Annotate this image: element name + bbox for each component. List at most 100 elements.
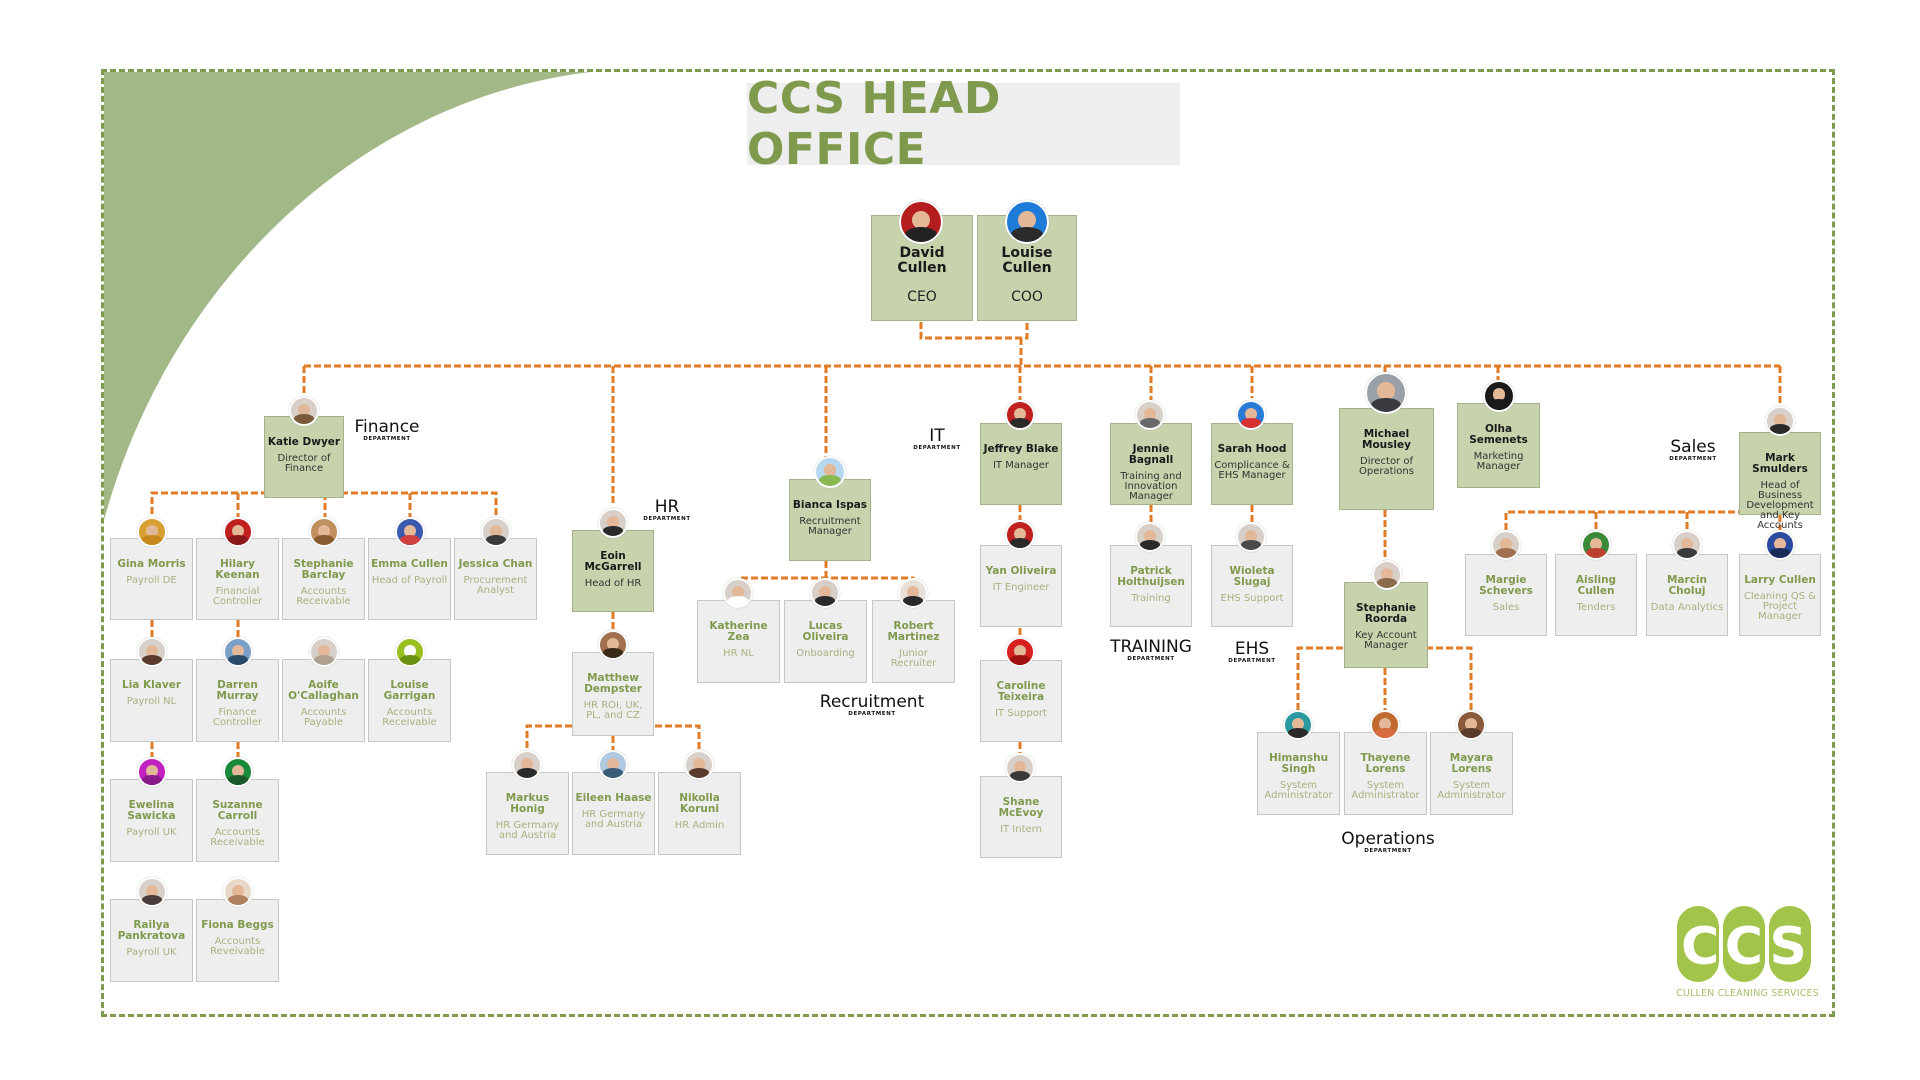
person-name: Aisling Cullen xyxy=(1575,574,1617,597)
person-name: Fiona Beggs xyxy=(201,919,274,931)
person-name: Larry Cullen xyxy=(1744,574,1816,586)
dept-name: IT xyxy=(929,426,945,446)
avatar xyxy=(899,200,943,244)
card-jessica-chan: Jessica Chan Procurement Analyst xyxy=(454,538,537,620)
avatar xyxy=(1005,520,1035,550)
person-role: Payroll UK xyxy=(126,827,177,838)
avatar xyxy=(137,637,167,667)
card-sarah-hood: Sarah Hood Complicance & EHS Manager xyxy=(1211,423,1293,505)
card-bianca-ispas: Bianca Ispas Recruitment Manager xyxy=(789,479,871,561)
avatar xyxy=(481,517,511,547)
card-jeffrey-blake: Jeffrey Blake IT Manager xyxy=(980,423,1062,505)
avatar xyxy=(1005,637,1035,667)
person-role: Marketing Manager xyxy=(1473,451,1524,472)
avatar xyxy=(512,750,542,780)
person-name: Eoin McGarrell xyxy=(584,550,642,573)
card-mayara-lorens: Mayara Lorens System Administrator xyxy=(1430,732,1513,815)
person-name: Darren Murray xyxy=(216,679,259,702)
card-marcin-choluj: Marcin Choluj Data Analytics xyxy=(1646,554,1728,636)
dept-name: Finance xyxy=(354,417,420,437)
person-name: Yan Oliveira xyxy=(985,565,1057,577)
card-stephanie-barclay: Stephanie Barclay Accounts Receivable xyxy=(282,538,365,620)
avatar xyxy=(309,517,339,547)
avatar xyxy=(223,637,253,667)
avatar xyxy=(395,517,425,547)
person-name: Lia Klaver xyxy=(122,679,181,691)
person-role: IT Intern xyxy=(1000,824,1042,835)
card-larry-cullen: Larry Cullen Cleaning QS & Project Manag… xyxy=(1739,554,1821,636)
person-role: Accounts Receivable xyxy=(382,707,437,728)
card-wioleta-slugaj: Wioleta Slugaj EHS Support xyxy=(1211,545,1293,627)
avatar xyxy=(137,877,167,907)
card-patrick-holthuijsen: Patrick Holthuijsen Training xyxy=(1110,545,1192,627)
title-box: CCS HEAD OFFICE xyxy=(747,73,1180,175)
avatar xyxy=(598,508,628,538)
avatar xyxy=(598,750,628,780)
avatar xyxy=(1236,400,1266,430)
person-name: Katie Dwyer xyxy=(267,436,341,448)
dept-sub: DEPARTMENT xyxy=(363,436,411,442)
card-louise-garrigan: Louise Garrigan Accounts Receivable xyxy=(368,659,451,742)
card-hilary-keenan: Hilary Keenan Financial Controller xyxy=(196,538,279,620)
person-role: Accounts Receivable xyxy=(210,827,265,848)
avatar xyxy=(1236,522,1266,552)
person-name: Markus Honig xyxy=(505,792,550,815)
card-fiona-beggs: Fiona Beggs Accounts Reveivable xyxy=(196,899,279,982)
person-role: Onboarding xyxy=(796,648,855,659)
card-gina-morris: Gina Morris Payroll DE xyxy=(110,538,193,620)
logo-subtitle: CULLEN CLEANING SERVICES xyxy=(1675,988,1819,999)
person-name: Olha Semenets xyxy=(1469,423,1528,446)
person-name: Bianca Ispas xyxy=(792,499,868,511)
card-yan-oliveira: Yan Oliveira IT Engineer xyxy=(980,545,1062,627)
avatar xyxy=(137,757,167,787)
person-name: Mark Smulders xyxy=(1752,452,1808,475)
person-name: Railya Pankratova xyxy=(117,919,186,942)
avatar xyxy=(1370,710,1400,740)
card-caroline-teixeira: Caroline Teixeira IT Support xyxy=(980,660,1062,742)
card-margie-schevers: Margie Schevers Sales xyxy=(1465,554,1547,636)
card-ewelina-sawicka: Ewelina Sawicka Payroll UK xyxy=(110,779,193,862)
person-name: Suzanne Carroll xyxy=(212,799,263,822)
card-thayene-lorens: Thayene Lorens System Administrator xyxy=(1344,732,1427,815)
person-name: Louise Garrigan xyxy=(383,679,436,702)
dept-label-sales: Sales DEPARTMENT xyxy=(1669,438,1716,462)
person-role: Director of Operations xyxy=(1359,456,1414,477)
card-jennie-bagnall: Jennie Bagnall Training and Innovation M… xyxy=(1110,423,1192,505)
chart-frame xyxy=(101,69,1835,1017)
person-name: Hilary Keenan xyxy=(215,558,260,581)
avatar xyxy=(1491,530,1521,560)
person-role: EHS Support xyxy=(1220,593,1284,604)
dept-name: TRAINING xyxy=(1110,637,1192,657)
dept-label-finance: Finance DEPARTMENT xyxy=(354,418,419,442)
person-name: Jennie Bagnall xyxy=(1128,443,1174,466)
dept-sub: DEPARTMENT xyxy=(1127,656,1175,662)
dept-label-ehs: EHS DEPARTMENT xyxy=(1228,640,1275,664)
person-name: Wioleta Slugaj xyxy=(1229,565,1275,588)
person-role: Training xyxy=(1131,593,1171,604)
dept-sub: DEPARTMENT xyxy=(1364,848,1412,854)
avatar xyxy=(309,637,339,667)
card-matthew-dempster: Matthew Dempster HR ROI, UK, PL, and CZ xyxy=(572,652,654,736)
dept-sub: DEPARTMENT xyxy=(1669,456,1717,462)
card-stephanie-roorda: Stephanie Roorda Key Account Manager xyxy=(1344,582,1428,668)
person-role: Head of Business Development and Key Acc… xyxy=(1746,480,1814,531)
person-role: Complicance & EHS Manager xyxy=(1214,460,1290,481)
person-role: Accounts Receivable xyxy=(296,586,351,607)
person-role: Key Account Manager xyxy=(1355,630,1417,651)
card-lucas-oliveira: Lucas Oliveira Onboarding xyxy=(784,600,867,683)
avatar xyxy=(723,578,753,608)
card-katie-dwyer: Katie Dwyer Director of Finance xyxy=(264,416,344,498)
person-role: HR NL xyxy=(723,648,754,659)
person-role: IT Manager xyxy=(992,460,1050,471)
person-name: Margie Schevers xyxy=(1479,574,1533,597)
avatar xyxy=(1283,710,1313,740)
avatar xyxy=(1372,560,1402,590)
dept-sub: DEPARTMENT xyxy=(913,445,961,451)
dept-label-operations: Operations DEPARTMENT xyxy=(1341,830,1434,854)
avatar xyxy=(223,757,253,787)
person-role: System Administrator xyxy=(1351,780,1420,801)
page-title: CCS HEAD OFFICE xyxy=(747,73,1001,175)
dept-name: HR xyxy=(654,497,680,517)
avatar xyxy=(1672,530,1702,560)
dept-name: EHS xyxy=(1234,639,1270,659)
